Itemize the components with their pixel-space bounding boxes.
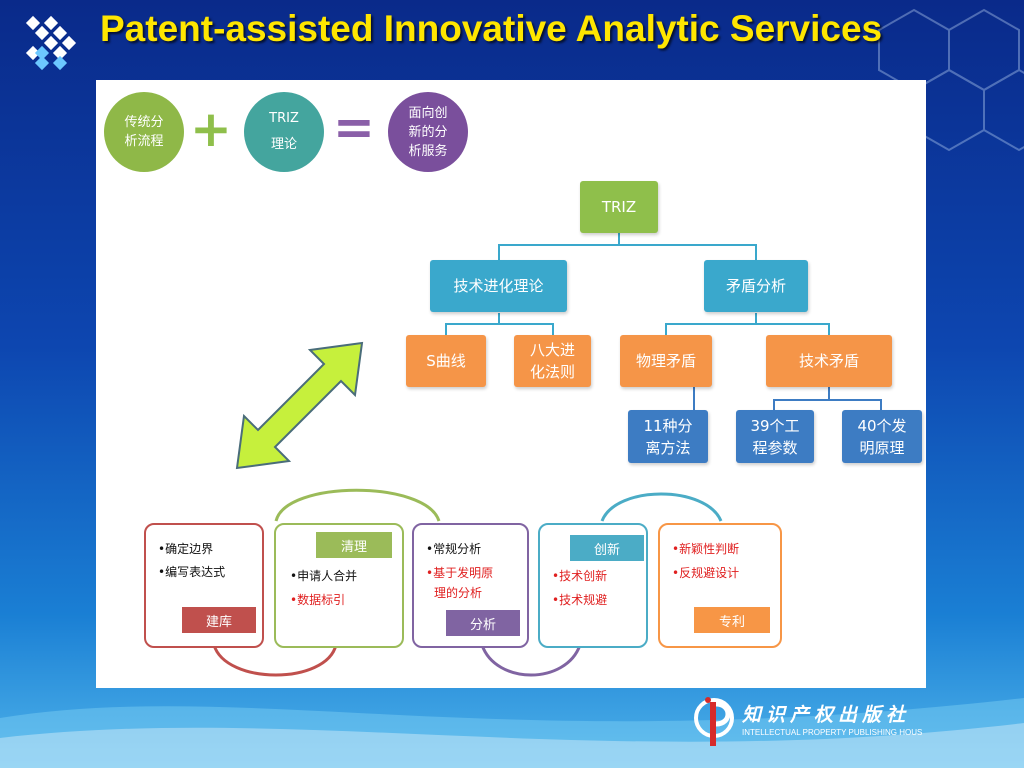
- stage3-tag: 分析: [446, 610, 520, 636]
- diamond-logo-icon: [25, 15, 77, 71]
- stage2-tag: 清理: [316, 532, 392, 558]
- publisher-logo: 知识产权出版社 INTELLECTUAL PROPERTY PUBLISHING…: [694, 694, 934, 754]
- stage3-bullet-3: 理的分析: [434, 586, 483, 600]
- inventive-principles-node: 40个发 明原理: [842, 410, 922, 463]
- innovation-service-circle: 面向创 新的分 析服务: [388, 92, 468, 172]
- engineering-parameters-node: 39个工 程参数: [736, 410, 814, 463]
- plus-icon: +: [190, 100, 232, 158]
- stage4-tag: 创新: [570, 535, 644, 561]
- stage2-bullet-1: •申请人合并: [290, 569, 358, 583]
- stage5-tag: 专利: [694, 607, 770, 633]
- stage5-bullet-1: •新颖性判断: [672, 542, 740, 556]
- publisher-name-en: INTELLECTUAL PROPERTY PUBLISHING HOUS: [742, 728, 923, 737]
- evolution-theory-node: 技术进化理论: [430, 260, 567, 312]
- stage2-bullet-2: •数据标引: [290, 593, 346, 607]
- stage3-bullet-1: •常规分析: [426, 542, 482, 556]
- stage1-tag: 建库: [182, 607, 256, 633]
- technical-contradiction-node: 技术矛盾: [766, 335, 892, 387]
- diagram-panel: 传统分 析流程 + TRIZ 理论 = 面向创 新的分 析服务 TRIZ 技术进…: [96, 80, 926, 688]
- triz-root-node: TRIZ: [580, 181, 658, 233]
- separation-methods-node: 11种分 离方法: [628, 410, 708, 463]
- s-curve-node: S曲线: [406, 335, 486, 387]
- equals-icon: =: [333, 98, 375, 156]
- physical-contradiction-node: 物理矛盾: [620, 335, 712, 387]
- stage5-bullet-2: •反规避设计: [672, 566, 740, 580]
- publisher-name-cn: 知识产权出版社: [742, 704, 911, 726]
- triz-theory-circle: TRIZ 理论: [244, 92, 324, 172]
- traditional-analysis-circle: 传统分 析流程: [104, 92, 184, 172]
- stage1-bullet-2: •编写表达式: [158, 565, 226, 579]
- page-title: Patent-assisted Innovative Analytic Serv…: [100, 8, 883, 49]
- connector-lines: [212, 232, 882, 677]
- stage4-bullet-2: •技术规避: [552, 593, 608, 607]
- stage3-bullet-2: •基于发明原: [426, 566, 494, 580]
- wave-decoration: [0, 698, 1024, 768]
- eight-laws-node: 八大进 化法则: [514, 335, 591, 387]
- ip-logo-icon: [694, 697, 734, 746]
- stage4-bullet-1: •技术创新: [552, 569, 608, 583]
- contradiction-analysis-node: 矛盾分析: [704, 260, 808, 312]
- stage1-bullet-1: •确定边界: [158, 542, 214, 556]
- double-arrow-icon: [235, 341, 364, 470]
